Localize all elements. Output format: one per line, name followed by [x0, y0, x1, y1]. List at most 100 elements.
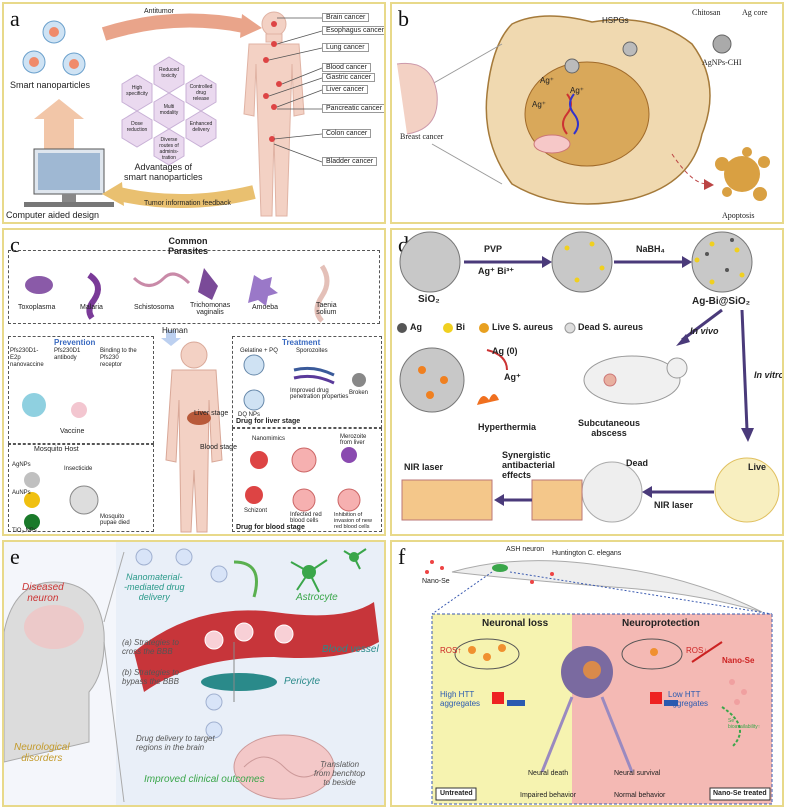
infected-label: Infected red blood cells [290, 512, 322, 524]
liver-stage-label: Liver stage [194, 410, 229, 417]
synergy-label: Synergistic antibacterial effects [502, 450, 556, 480]
computer-icon [24, 148, 114, 207]
target-label: Drug delivery to target regions in the b… [136, 734, 215, 752]
translation-label: Translation from benchtop to beside [314, 760, 366, 787]
feedback-arrow [117, 185, 256, 208]
astrocyte-label: Astrocyte [296, 592, 338, 603]
agplus-label: Ag⁺ [504, 372, 521, 382]
pericyte-icon [201, 673, 277, 691]
panel-d: d [390, 228, 784, 536]
drug-liver-label: Drug for liver stage [236, 418, 301, 425]
panel-b-graphics [396, 15, 770, 205]
common-parasites-title: Common Parasites [168, 236, 209, 256]
agnps-label: AgNPs-CHI [702, 58, 742, 67]
c-elegans-icon [451, 560, 763, 613]
nanovaccine-icon [22, 393, 46, 417]
antitumor-arrow [101, 13, 246, 41]
cancer-tag: Bladder cancer [322, 157, 378, 166]
np-label: TiO₂ NPs [12, 528, 37, 534]
live-legend-icon [479, 323, 489, 333]
parasite-label: Schistosoma [134, 304, 175, 311]
dead-legend-icon [564, 322, 576, 334]
panel-e-label: e [10, 544, 20, 569]
panel-a-graphics [22, 11, 323, 217]
apoptosis-icon [715, 147, 770, 201]
treatment-title: Treatment [282, 338, 321, 347]
ag-legend-icon [397, 323, 407, 333]
cancer-tag: Lung cancer [322, 43, 369, 52]
product-label: Ag-Bi@SiO₂ [692, 296, 751, 307]
prevention-title: Prevention [54, 338, 96, 347]
live-label: Live [748, 462, 767, 472]
hex-label: Controlled drug release [189, 84, 213, 102]
parasite-label: Trichomonas vaginalis [190, 302, 231, 316]
nanoparticle-icon [22, 20, 86, 76]
sporozoites-label: Sporozoites [296, 348, 328, 354]
legend-dead: Dead S. aureus [578, 322, 644, 332]
human-body-icon [165, 341, 223, 533]
nanoparticle-icons [135, 548, 228, 739]
bioavail-label: Se bioavailability↑ [728, 718, 761, 730]
diseased-neuron-label: Diseased neuron [22, 582, 64, 604]
invitro-label: In vitro [754, 370, 784, 380]
sio2-label: SiO₂ [418, 294, 440, 305]
cancer-tag: Brain cancer [322, 13, 370, 22]
hex-label: Diverse routes of adminis- tration [159, 137, 179, 161]
legend-live: Live S. aureus [492, 322, 554, 332]
mitochondria-icon [533, 134, 571, 154]
parasite-label: Malaria [80, 304, 103, 311]
ag-ion-label: Ag⁺ [570, 86, 585, 95]
nanose-top-label: Nano-Se [422, 578, 450, 585]
intermediate-sphere [551, 231, 613, 293]
legend-ag: Ag [410, 322, 422, 332]
nanomimics-label: Nanomimics [252, 436, 286, 442]
protection-title: Neuroprotection [622, 618, 700, 629]
panel-a-label: a [10, 6, 20, 31]
skin-tissue [401, 479, 493, 521]
aunps-icon [24, 492, 40, 508]
cross-bbb-label: (a) Strategies to cross the BBB [122, 638, 179, 656]
normal-label: Normal behavior [614, 792, 666, 799]
parasite-label: Toxoplasma [18, 304, 56, 311]
advantage-hexagons [121, 56, 217, 166]
mosquito-box [8, 444, 154, 532]
loss-title: Neuronal loss [482, 618, 549, 629]
prev-item: Pfs230D1- E2p nanovaccine [10, 348, 44, 368]
nir-label: NIR laser [404, 462, 444, 472]
smart-np-label: Smart nanoparticles [10, 80, 91, 90]
invivo-label: In vivo [690, 326, 719, 336]
organ-markers [263, 21, 282, 142]
blood-treatment-box [232, 428, 382, 532]
panel-a: a [2, 2, 386, 224]
death-label: Neural death [528, 770, 569, 777]
cancer-tag: Liver cancer [322, 85, 369, 94]
cancer-tag: Gastric cancer [322, 73, 376, 82]
up-arrow-icon [34, 99, 84, 149]
feedback-label: Tumor information feedback [144, 200, 231, 207]
panel-c: c Comm [2, 228, 386, 536]
panel-d-graphics [397, 231, 780, 523]
breast-label: Breast cancer [400, 132, 444, 141]
improved-outcomes-label: Improved clinical outcomes [144, 774, 265, 785]
dead-label: Dead [626, 458, 649, 468]
cad-label: Computer aided design [6, 210, 100, 220]
hex-label: High specificity [126, 85, 148, 97]
mosquito-icon [69, 485, 99, 515]
parasite-label: Amoeba [252, 304, 279, 311]
bi-legend-icon [443, 323, 453, 333]
panel-f-graphics [425, 560, 773, 805]
antitumor-label: Antitumor [144, 8, 174, 15]
panel-e-graphics [4, 542, 384, 805]
breast-icon [396, 62, 438, 135]
down-arrow-icon [161, 330, 181, 346]
hex-label: Enhanced delivery [189, 121, 213, 133]
cancer-tag: Blood cancer [322, 63, 371, 72]
ash-neuron-icon [492, 564, 508, 572]
apoptosis-label: Apoptosis [722, 211, 755, 220]
ros-up-label: ROS↑ [440, 646, 462, 655]
merozoite-label: Merozoite from liver [340, 434, 367, 446]
ash-label: ASH neuron [506, 546, 545, 553]
agnp-icon [564, 58, 580, 74]
cancer-tag: Pancreatic cancer [322, 104, 384, 113]
advantages-title: Advantages of smart nanoparticles [124, 162, 203, 182]
